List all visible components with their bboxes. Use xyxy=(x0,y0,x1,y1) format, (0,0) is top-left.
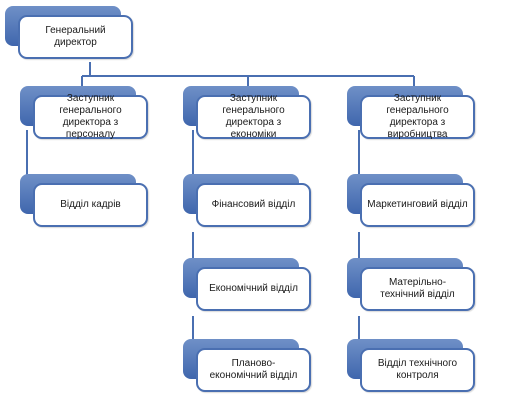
node-economic-department-label: Економічний відділ xyxy=(196,267,311,311)
node-finance-department-label: Фінансовий відділ xyxy=(196,183,311,227)
node-marketing-department-label: Маркетинговий відділ xyxy=(360,183,475,227)
node-hr-department: Відділ кадрів xyxy=(20,174,150,230)
node-deputy-personnel-label: Заступник генерального директора з персо… xyxy=(33,93,148,140)
node-deputy-economics: Заступник генерального директора з еконо… xyxy=(183,86,313,142)
node-deputy-production: Заступник генерального директора з вироб… xyxy=(347,86,477,142)
node-marketing-department: Маркетинговий відділ xyxy=(347,174,477,230)
node-hr-department-label: Відділ кадрів xyxy=(33,183,148,227)
node-logistics-department-label: Матерільно-технічний відділ xyxy=(360,267,475,311)
node-deputy-economics-label: Заступник генерального директора з еконо… xyxy=(196,93,311,140)
node-finance-department: Фінансовий відділ xyxy=(183,174,313,230)
node-planning-economic-department: Планово-економічний відділ xyxy=(183,339,313,395)
node-technical-control-department: Відділ технічного контроля xyxy=(347,339,477,395)
node-ceo: Генеральний директор xyxy=(5,6,135,62)
node-planning-economic-department-label: Планово-економічний відділ xyxy=(196,348,311,392)
node-economic-department: Економічний відділ xyxy=(183,258,313,314)
node-deputy-production-label: Заступник генерального директора з вироб… xyxy=(360,93,475,140)
node-technical-control-department-label: Відділ технічного контроля xyxy=(360,348,475,392)
node-deputy-personnel: Заступник генерального директора з персо… xyxy=(20,86,150,142)
node-ceo-label: Генеральний директор xyxy=(18,15,133,59)
node-logistics-department: Матерільно-технічний відділ xyxy=(347,258,477,314)
